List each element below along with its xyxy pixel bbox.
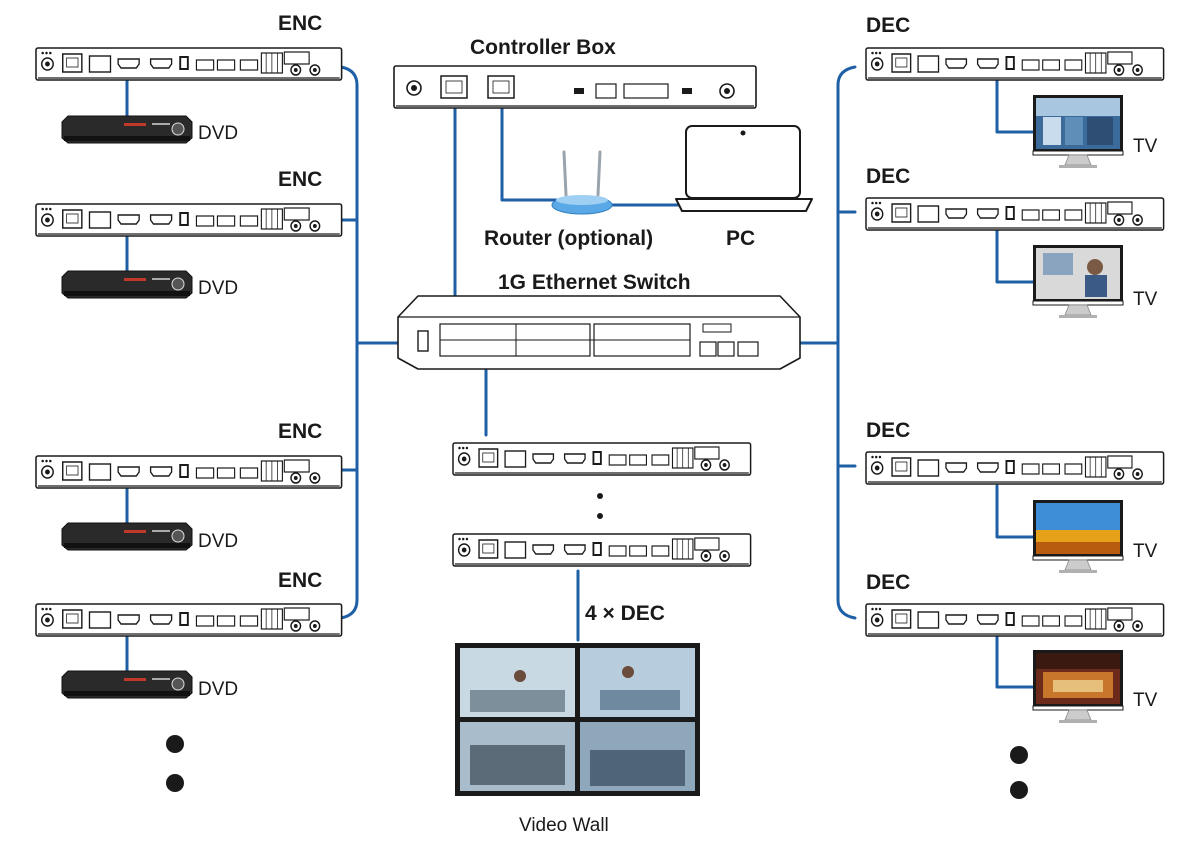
dvd-player-icon (61, 270, 193, 299)
router-icon (551, 150, 613, 215)
enc-label-2: ENC (278, 168, 322, 191)
dvd-label-3: DVD (198, 531, 238, 552)
dec-2-tv-link (995, 228, 1035, 284)
ethernet-switch-icon (397, 295, 801, 370)
dec-1-tv-link (995, 78, 1035, 134)
tv-label-1: TV (1133, 136, 1158, 157)
link-lines (125, 65, 1035, 689)
dvd-player-icon (61, 522, 193, 551)
decoder-2 (865, 197, 1165, 231)
ellipsis-dot-icon (597, 493, 603, 499)
dec-label-2: DEC (866, 165, 910, 188)
dec-count-label: 4 × DEC (585, 602, 665, 625)
enc-label-4: ENC (278, 569, 322, 592)
decoder-1 (865, 47, 1165, 81)
tv-label-3: TV (1133, 541, 1158, 562)
ellipsis-dot-icon (1010, 746, 1028, 764)
wall-decoder-2 (452, 533, 752, 567)
right-trunk-link (836, 65, 857, 620)
switch-label: 1G Ethernet Switch (498, 271, 691, 294)
enc-label-1: ENC (278, 12, 322, 35)
tv-label-2: TV (1133, 289, 1158, 310)
controller-box (393, 65, 757, 109)
tv-label-4: TV (1133, 690, 1158, 711)
tv-monitor-icon (1032, 650, 1124, 723)
ellipsis-dot-icon (597, 513, 603, 519)
video-wall-label: Video Wall (519, 815, 609, 836)
video-wall (455, 643, 700, 796)
encoder-4 (35, 603, 343, 637)
dec-4-tv-link (995, 634, 1035, 689)
dvd-player-icon (61, 115, 193, 144)
pc-label: PC (726, 227, 755, 250)
controller-box-label: Controller Box (470, 36, 616, 59)
dec-3-tv-link (995, 484, 1035, 539)
dec-label-3: DEC (866, 419, 910, 442)
enc-label-3: ENC (278, 420, 322, 443)
wall-decoder-1 (452, 442, 752, 476)
tv-monitor-icon (1032, 95, 1124, 168)
encoder-2 (35, 203, 343, 237)
dvd-label-4: DVD (198, 679, 238, 700)
laptop-icon (675, 125, 813, 212)
encoder-1 (35, 47, 343, 81)
ellipsis-dot-icon (1010, 781, 1028, 799)
encoder-3 (35, 455, 343, 489)
router-label: Router (optional) (484, 227, 653, 250)
dvd-player-icon (61, 670, 193, 699)
dvd-label-1: DVD (198, 123, 238, 144)
dec-label-1: DEC (866, 14, 910, 37)
tv-monitor-icon (1032, 500, 1124, 573)
decoder-4 (865, 603, 1165, 637)
controller-to-router-link (500, 106, 558, 202)
tv-monitor-icon (1032, 245, 1124, 318)
dvd-label-2: DVD (198, 278, 238, 299)
ellipsis-dot-icon (166, 735, 184, 753)
dec-label-4: DEC (866, 571, 910, 594)
ellipsis-dot-icon (166, 774, 184, 792)
decoder-3 (865, 451, 1165, 485)
left-trunk-link (339, 65, 359, 620)
